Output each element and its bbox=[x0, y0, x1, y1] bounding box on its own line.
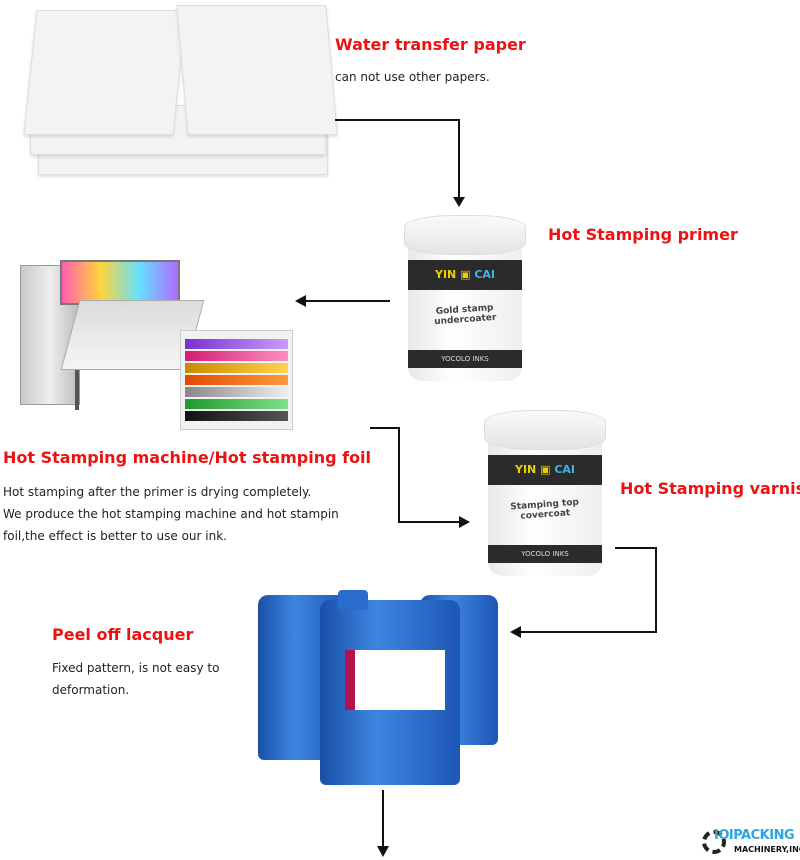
jar-brand-right: CAI bbox=[554, 463, 575, 476]
step-text-water-transfer-paper: can not use other papers. bbox=[335, 70, 490, 84]
jar-maker: YOCOLO INKS bbox=[488, 545, 602, 563]
jar-brand-right: CAI bbox=[474, 268, 495, 281]
step-title-varnish: Hot Stamping varnish bbox=[620, 479, 800, 498]
text-line: Fixed pattern, is not easy to bbox=[52, 661, 220, 675]
step-text-machine-foil: Hot stamping after the primer is drying … bbox=[3, 481, 363, 547]
step-title-primer: Hot Stamping primer bbox=[548, 225, 738, 244]
logo-text: IOIPACKING bbox=[714, 828, 795, 843]
jar-brand-left: YIN bbox=[434, 268, 457, 281]
varnish-jar-image: YIN ▣ CAI Stamping top covercoat YOCOLO … bbox=[480, 410, 610, 580]
jar-maker: YOCOLO INKS bbox=[408, 350, 522, 368]
ioipacking-logo: IOIPACKING MACHINERY,INC. bbox=[700, 828, 800, 860]
text-line: We produce the hot stamping machine and … bbox=[3, 507, 339, 521]
text-line: deformation. bbox=[52, 683, 130, 697]
step-title-water-transfer-paper: Water transfer paper bbox=[335, 35, 526, 54]
step-title-peel-off-lacquer: Peel off lacquer bbox=[52, 625, 194, 644]
logo-subtext: MACHINERY,INC. bbox=[734, 845, 800, 854]
text-line: Hot stamping after the primer is drying … bbox=[3, 485, 312, 499]
primer-jar-image: YIN ▣ CAI Gold stamp undercoater YOCOLO … bbox=[400, 215, 530, 385]
step-title-machine-foil: Hot Stamping machine/Hot stamping foil bbox=[3, 448, 372, 467]
text-line: foil,the effect is better to use our ink… bbox=[3, 529, 227, 543]
step-text-peel-off-lacquer: Fixed pattern, is not easy to deformatio… bbox=[52, 657, 242, 701]
jar-brand-left: YIN bbox=[514, 463, 537, 476]
